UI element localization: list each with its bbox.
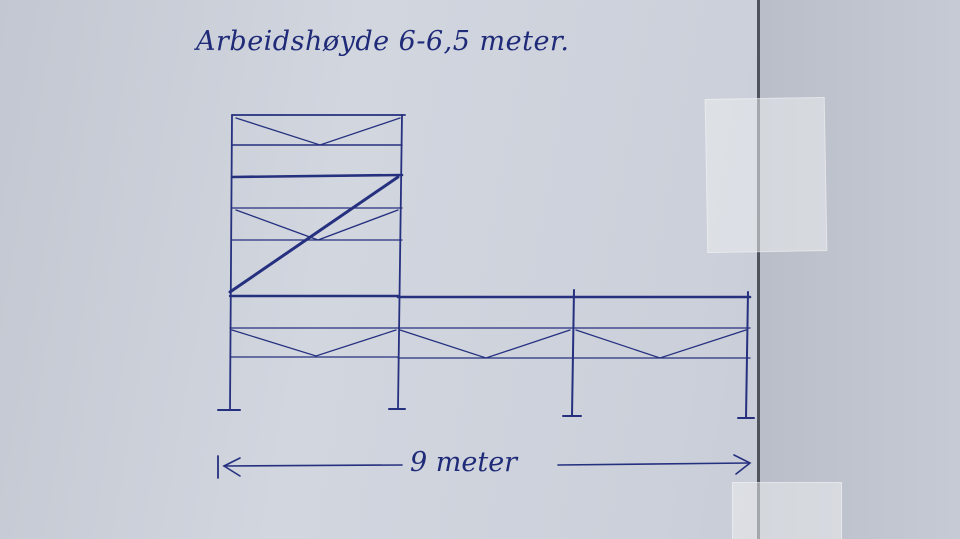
tape-strip xyxy=(732,482,842,539)
dimension-right-arrow xyxy=(733,454,752,475)
dimension-left-segment xyxy=(223,464,403,467)
dimension-left-arrow xyxy=(222,457,241,477)
tower-deck xyxy=(230,173,404,179)
base-plates xyxy=(217,408,755,419)
dimension-line xyxy=(217,454,752,479)
run-brace xyxy=(575,329,747,359)
paper-edge xyxy=(757,0,760,539)
run-post xyxy=(745,291,749,419)
tower-mid-brace xyxy=(235,209,399,241)
dimension-right-segment xyxy=(557,462,749,466)
low-run-section xyxy=(396,289,752,419)
sketch-title: Arbeidshøyde 6-6,5 meter. xyxy=(196,26,570,57)
tower-right-post xyxy=(397,114,403,409)
tower-low-brace xyxy=(231,329,397,357)
ladder-diagonal xyxy=(228,175,400,294)
background-surface xyxy=(760,0,960,539)
tower-section xyxy=(228,114,406,411)
tower-left-post xyxy=(229,114,233,411)
tower-top-brace xyxy=(235,117,401,146)
run-post xyxy=(571,289,575,417)
dimension-label: 9 meter xyxy=(410,447,518,478)
run-brace xyxy=(399,329,571,359)
